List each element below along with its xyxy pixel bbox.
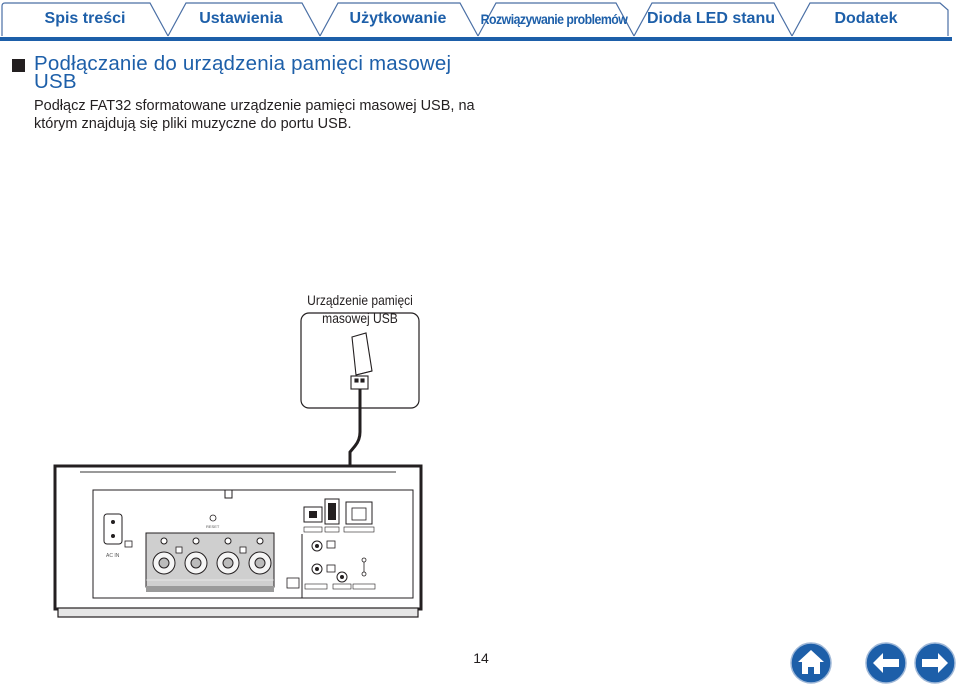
page-title: Podłączanie do urządzenia pamięci masowe… <box>34 52 452 93</box>
tab-status-led[interactable]: Dioda LED stanu <box>646 10 775 27</box>
tab-appendix[interactable]: Dodatek <box>834 10 898 27</box>
body-paragraph: Podłącz FAT32 sformatowane urządzenie pa… <box>34 98 475 132</box>
section-heading: Podłączanie do urządzenia pamięci masowe… <box>10 52 480 93</box>
previous-page-button[interactable] <box>865 642 907 684</box>
usb-stick-icon <box>350 332 373 390</box>
top-navigation: Spis treści Ustawienia Użytkowanie Rozwi… <box>0 0 960 44</box>
next-page-button[interactable] <box>914 642 956 684</box>
tab-outlines <box>0 2 952 41</box>
usb-device-label: Urządzenie pamięci masowej USB <box>307 292 413 326</box>
tab-usage[interactable]: Użytkowanie <box>349 10 447 27</box>
svg-text:RESET: RESET <box>206 524 220 529</box>
page-number: 14 <box>473 650 489 666</box>
tab-contents[interactable]: Spis treści <box>44 10 126 27</box>
tab-settings[interactable]: Ustawienia <box>199 10 283 27</box>
tab-troubleshooting[interactable]: Rozwiązywanie problemów <box>480 11 628 27</box>
connection-diagram: AC IN RESET <box>53 312 423 618</box>
device-rear-panel: AC IN RESET <box>53 464 423 618</box>
home-button[interactable] <box>790 642 832 684</box>
usb-cable <box>348 389 362 505</box>
svg-text:AC IN: AC IN <box>106 553 120 559</box>
heading-square-icon <box>12 59 25 72</box>
